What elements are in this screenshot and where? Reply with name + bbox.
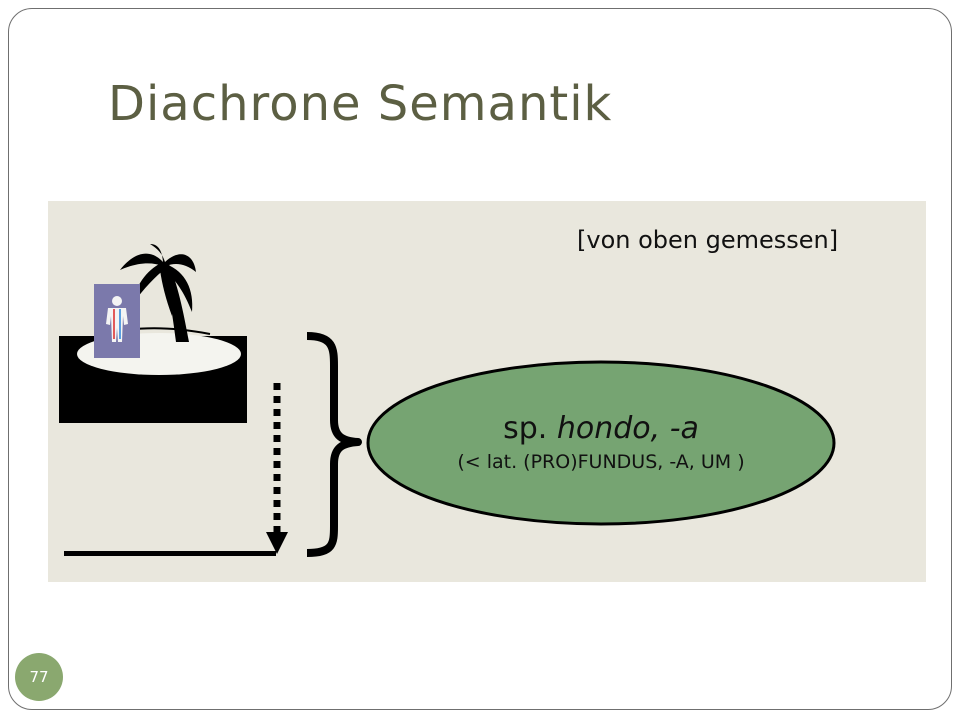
ellipse-text: sp. hondo, -a (< lat. (PRO)FUNDUS, -A, U…	[368, 362, 834, 524]
measurement-note: [von oben gemessen]	[577, 226, 839, 254]
dotted-arrow-icon	[266, 383, 288, 554]
page-number-badge: 77	[15, 653, 63, 701]
slide-title: Diachrone Semantik	[108, 76, 613, 132]
bottom-line	[64, 551, 276, 556]
brace-icon	[306, 332, 362, 557]
palm-tree-icon	[120, 244, 211, 342]
person-badge	[94, 284, 140, 358]
language-prefix: sp.	[503, 411, 557, 446]
ellipse-headword: sp. hondo, -a	[503, 411, 699, 447]
etymology: (< lat. (PRO)FUNDUS, -A, UM )	[457, 451, 745, 473]
person-icon	[106, 296, 128, 342]
lemma: hondo, -a	[556, 411, 699, 446]
meaning-ellipse	[366, 360, 836, 526]
